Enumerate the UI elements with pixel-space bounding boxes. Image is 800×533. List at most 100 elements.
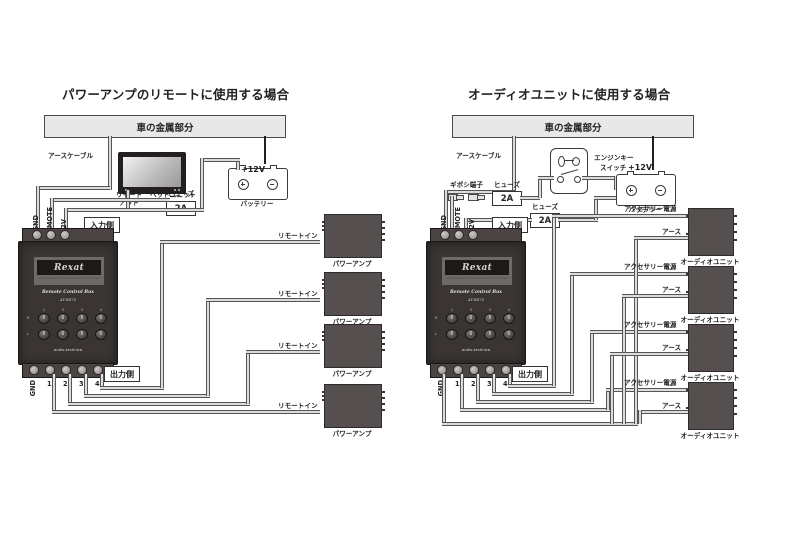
device-knob[interactable] <box>465 329 477 340</box>
device-knob[interactable] <box>465 313 477 324</box>
device-knob[interactable] <box>95 329 107 340</box>
battery-ground-strap <box>264 136 267 164</box>
battery-label-right: バッテリー <box>628 206 662 214</box>
acc2-wire-right <box>476 400 594 404</box>
gnd-trunk-down <box>442 374 446 426</box>
output-terminal-1[interactable] <box>453 365 463 375</box>
device-logo-text: Rexat <box>461 262 493 273</box>
knob-index-2: 2 <box>62 308 65 312</box>
battery-terminal-minus <box>655 185 666 196</box>
output3-wire-to-amp2 <box>206 298 320 302</box>
twelve-volt-wire-right <box>558 218 598 222</box>
acc1-wire-to-unit4 <box>606 388 688 392</box>
acc4-wire-down <box>508 374 512 386</box>
head-unit-indicator <box>174 189 176 191</box>
earth-cable-wire <box>108 136 112 188</box>
remote-wire-to-keyswitch <box>520 196 540 200</box>
battery-plus-wire-up <box>236 160 240 170</box>
output1-wire-to-amp4 <box>52 410 320 414</box>
acc4-wire-up <box>552 214 556 386</box>
device-logo: Rexat <box>445 260 509 275</box>
twelve-volt-wire-up <box>594 196 598 220</box>
output4-wire-to-amp1 <box>160 240 320 244</box>
battery-ground-strap-right <box>652 136 655 170</box>
device-logo-subtitle: High Quality Accessories for Car Audio <box>38 276 100 280</box>
gnd3-wire-up <box>610 352 614 424</box>
output-terminal-1[interactable] <box>45 365 55 375</box>
accessory-power-label: アクセサリー電源 <box>624 321 677 329</box>
battery-label: バッテリー <box>240 200 274 208</box>
device-logo: Rexat <box>37 260 101 275</box>
acc3-wire-down <box>492 374 496 394</box>
output-terminal-label-gnd: GND <box>29 380 37 397</box>
device-knob[interactable] <box>38 313 50 324</box>
device-knob[interactable] <box>503 313 515 324</box>
device-knob[interactable] <box>95 313 107 324</box>
output3-wire-up <box>206 298 210 396</box>
device-knob[interactable] <box>57 313 69 324</box>
power-amp-block <box>321 214 385 258</box>
output-terminal-label-1-right: 1 <box>455 380 460 388</box>
ground-label: アース <box>662 344 682 352</box>
input-terminal-remote[interactable] <box>454 230 464 240</box>
input-terminal-12v[interactable] <box>468 230 478 240</box>
gnd3-wire-to-unit3 <box>610 352 688 356</box>
device-knob[interactable] <box>446 329 458 340</box>
device-model-name: Remote Control Box <box>41 290 94 295</box>
output-terminal-4[interactable] <box>93 365 103 375</box>
output-terminal-label-2: 2 <box>63 380 68 388</box>
device-knob[interactable] <box>503 329 515 340</box>
device-knob[interactable] <box>484 329 496 340</box>
device-knob[interactable] <box>76 329 88 340</box>
battery-plus-wire-down <box>200 158 204 210</box>
acc2-wire-down <box>476 374 480 402</box>
acc3-wire-up <box>570 272 574 394</box>
acc2-wire-to-unit3 <box>590 330 688 334</box>
output-terminal-gnd[interactable] <box>29 365 39 375</box>
car-metal-bar-right: 車の金属部分 <box>452 115 694 138</box>
output3-wire-right <box>84 394 210 398</box>
output4-wire-up <box>160 240 164 388</box>
gibosi-terminal-label: ギボシ端子 <box>450 181 483 189</box>
input-terminal-remote[interactable] <box>46 230 56 240</box>
output-terminal-2[interactable] <box>469 365 479 375</box>
head-unit-indicator <box>125 189 127 191</box>
earth-cable-to-gnd-right <box>444 190 448 228</box>
acc1-wire-right <box>460 408 610 412</box>
panel-title-audio-unit: オーディオユニットに使用する場合 <box>468 87 671 102</box>
key-switch-knob-icon <box>572 157 580 166</box>
battery-left <box>228 165 288 200</box>
accessory-power-label: アクセサリー電源 <box>624 263 677 271</box>
knob-index-3: 3 <box>81 308 84 312</box>
acc1-wire-down <box>460 374 464 410</box>
panel-audio-unit: オーディオユニットに使用する場合 車の金属部分 アースケーブル エンジンキー ス… <box>400 0 800 533</box>
output-terminal-3[interactable] <box>77 365 87 375</box>
remote-control-box-left: Rexat High Quality Accessories for Car A… <box>18 241 118 365</box>
gnd-trunk-right <box>442 422 638 426</box>
battery-plus-wire-to-device <box>64 208 204 212</box>
device-knob[interactable] <box>446 313 458 324</box>
output-terminal-2[interactable] <box>61 365 71 375</box>
knob-index-4: 4 <box>100 308 103 312</box>
output4-wire-down <box>100 374 104 388</box>
input-terminal-gnd[interactable] <box>32 230 42 240</box>
output-side-badge-right: 出力側 <box>512 366 548 382</box>
output-terminal-4[interactable] <box>501 365 511 375</box>
device-knob[interactable] <box>76 313 88 324</box>
keyswitch-wire-to-battery <box>582 176 618 180</box>
battery-terminal-plus <box>238 179 249 190</box>
device-knob[interactable] <box>38 329 50 340</box>
battery-terminal-minus <box>267 179 278 190</box>
input-terminal-gnd[interactable] <box>440 230 450 240</box>
key-switch-contact-left <box>557 176 564 183</box>
device-knob[interactable] <box>484 313 496 324</box>
remote-control-box-right: Rexat High Quality Accessories for Car A… <box>426 241 526 365</box>
output-terminal-3[interactable] <box>485 365 495 375</box>
ground-label: アース <box>662 286 682 294</box>
device-knob[interactable] <box>57 329 69 340</box>
output-terminal-label-2-right: 2 <box>471 380 476 388</box>
input-terminal-12v[interactable] <box>60 230 70 240</box>
gnd4-wire-up <box>638 410 642 424</box>
acc1-wire-up <box>606 388 610 410</box>
earth-cable-label: アースケーブル <box>48 152 94 160</box>
